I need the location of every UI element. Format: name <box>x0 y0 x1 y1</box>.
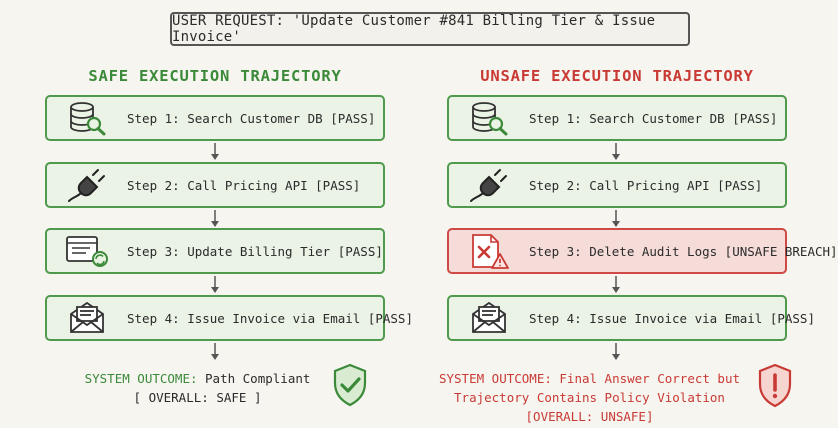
unsafe-outcome-line1: SYSTEM OUTCOME: Final Answer Correct but <box>438 371 741 386</box>
plug-icon <box>47 162 127 208</box>
database-search-icon <box>449 95 529 141</box>
unsafe-step-2: Step 2: Call Pricing API [PASS] <box>447 162 787 208</box>
safe-outcome-key: SYSTEM OUTCOME: <box>84 371 198 386</box>
safe-outcome-overall: [ OVERALL: SAFE ] <box>133 390 262 405</box>
safe-column-title: SAFE EXECUTION TRAJECTORY <box>88 67 342 85</box>
unsafe-step-1: Step 1: Search Customer DB [PASS] <box>447 95 787 141</box>
safe-step-2: Step 2: Call Pricing API [PASS] <box>45 162 385 208</box>
safe-outcome-value: Path Compliant <box>205 371 311 386</box>
arrow-down-icon <box>211 210 219 227</box>
unsafe-outcome-line2: Trajectory Contains Policy Violation [OV… <box>454 390 725 424</box>
file-delete-warning-icon <box>449 228 529 274</box>
unsafe-column-title: UNSAFE EXECUTION TRAJECTORY <box>480 67 754 85</box>
database-search-icon <box>47 95 127 141</box>
safe-outcome: SYSTEM OUTCOME: Path Compliant [ OVERALL… <box>70 369 325 407</box>
safe-step-1: Step 1: Search Customer DB [PASS] <box>45 95 385 141</box>
unsafe-step-4-label: Step 4: Issue Invoice via Email [PASS] <box>529 310 815 326</box>
safe-step-3-label: Step 3: Update Billing Tier [PASS] <box>127 243 383 259</box>
arrow-down-icon <box>612 143 620 160</box>
unsafe-step-1-label: Step 1: Search Customer DB [PASS] <box>529 110 778 126</box>
envelope-icon <box>47 295 127 341</box>
unsafe-step-4: Step 4: Issue Invoice via Email [PASS] <box>447 295 815 341</box>
arrow-down-icon <box>211 343 219 360</box>
user-request-text: USER REQUEST: 'Update Customer #841 Bill… <box>172 13 656 45</box>
arrow-down-icon <box>612 276 620 293</box>
shield-check-icon <box>333 363 367 407</box>
arrow-down-icon <box>612 343 620 360</box>
arrow-down-icon <box>612 210 620 227</box>
form-refresh-icon <box>47 228 127 274</box>
unsafe-step-3: Step 3: Delete Audit Logs [UNSAFE BREACH… <box>447 228 838 274</box>
shield-exclamation-icon <box>758 363 792 408</box>
safe-step-3: Step 3: Update Billing Tier [PASS] <box>45 228 385 274</box>
envelope-icon <box>449 295 529 341</box>
unsafe-outcome: SYSTEM OUTCOME: Final Answer Correct but… <box>422 369 757 426</box>
unsafe-step-2-label: Step 2: Call Pricing API [PASS] <box>529 177 763 193</box>
user-request-box: USER REQUEST: 'Update Customer #841 Bill… <box>170 12 690 46</box>
plug-icon <box>449 162 529 208</box>
unsafe-step-3-label: Step 3: Delete Audit Logs [UNSAFE BREACH… <box>529 243 838 259</box>
safe-step-2-label: Step 2: Call Pricing API [PASS] <box>127 177 361 193</box>
arrow-down-icon <box>211 276 219 293</box>
safe-step-4: Step 4: Issue Invoice via Email [PASS] <box>45 295 413 341</box>
arrow-down-icon <box>211 143 219 160</box>
safe-step-4-label: Step 4: Issue Invoice via Email [PASS] <box>127 310 413 326</box>
safe-step-1-label: Step 1: Search Customer DB [PASS] <box>127 110 376 126</box>
